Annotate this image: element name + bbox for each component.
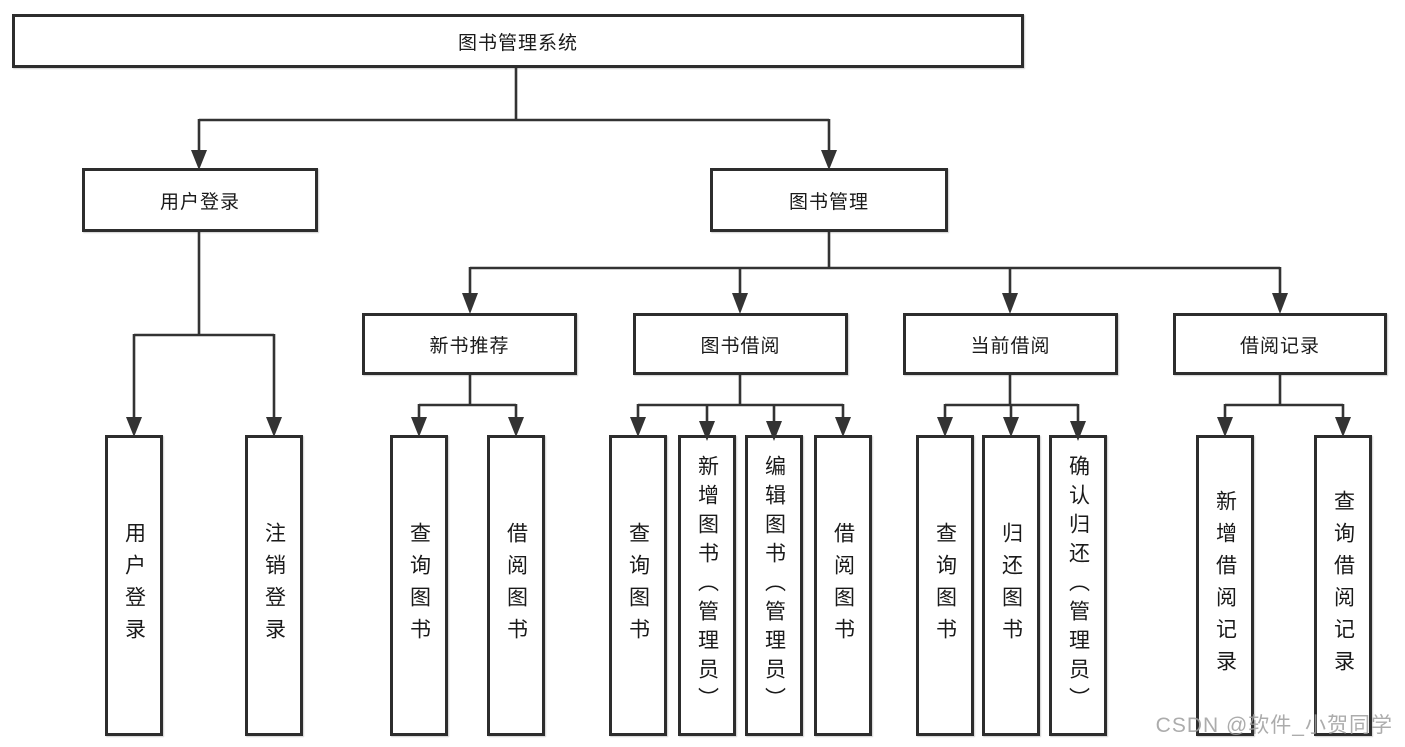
node-label: 编辑图书（管理员） [762,455,786,716]
node-label: 图书管理系统 [457,32,578,54]
leaf-query-books-recommend: 查询图书 [390,435,448,736]
node-label: 确认归还（管理员） [1066,455,1090,716]
node-label: 借阅图书 [831,521,855,650]
leaf-add-borrow-record: 新增借阅记录 [1196,435,1254,736]
node-label: 图书借阅 [700,335,781,357]
leaf-confirm-return-admin: 确认归还（管理员） [1049,435,1107,736]
connector-book-mgmt-to-level3 [462,232,1288,314]
leaf-query-borrow-record: 查询借阅记录 [1314,435,1372,736]
connector-user-login-to-leaves [126,232,282,437]
connector-new-book-to-leaves [411,375,524,437]
connector-root-to-level2 [191,68,837,170]
node-label: 当前借阅 [970,335,1051,357]
node-library-system-root: 图书管理系统 [12,14,1024,68]
connector-records-to-leaves [1217,375,1351,437]
node-label: 新增借阅记录 [1213,489,1237,682]
node-label: 查询借阅记录 [1331,489,1355,682]
node-book-management: 图书管理 [710,168,948,232]
node-label: 查询图书 [626,521,650,650]
connector-current-borrow-to-leaves [937,375,1086,441]
node-current-borrowing: 当前借阅 [903,313,1118,375]
node-label: 借阅记录 [1239,335,1320,357]
leaf-return-books: 归还图书 [982,435,1040,736]
leaf-query-books-current: 查询图书 [916,435,974,736]
node-label: 归还图书 [999,521,1023,650]
node-label: 注销登录 [262,521,286,650]
node-label: 用户登录 [159,191,240,213]
node-label: 新书推荐 [429,335,510,357]
leaf-logout: 注销登录 [245,435,303,736]
node-book-borrowing: 图书借阅 [633,313,848,375]
node-label: 查询图书 [407,521,431,650]
leaf-edit-book-admin: 编辑图书（管理员） [745,435,803,736]
node-user-login: 用户登录 [82,168,318,232]
node-new-book-recommend: 新书推荐 [362,313,577,375]
leaf-add-book-admin: 新增图书（管理员） [678,435,736,736]
node-label: 借阅图书 [504,521,528,650]
connector-book-borrow-to-leaves [630,375,851,441]
csdn-watermark: CSDN @软件_小贺同学 [1155,714,1393,737]
node-label: 查询图书 [933,521,957,650]
node-label: 新增图书（管理员） [695,455,719,716]
node-borrowing-records: 借阅记录 [1173,313,1387,375]
leaf-user-login: 用户登录 [105,435,163,736]
node-label: 用户登录 [122,521,146,650]
leaf-borrow-books-recommend: 借阅图书 [487,435,545,736]
leaf-borrow-books-borrowing: 借阅图书 [814,435,872,736]
leaf-query-books-borrowing: 查询图书 [609,435,667,736]
node-label: 图书管理 [788,191,869,213]
